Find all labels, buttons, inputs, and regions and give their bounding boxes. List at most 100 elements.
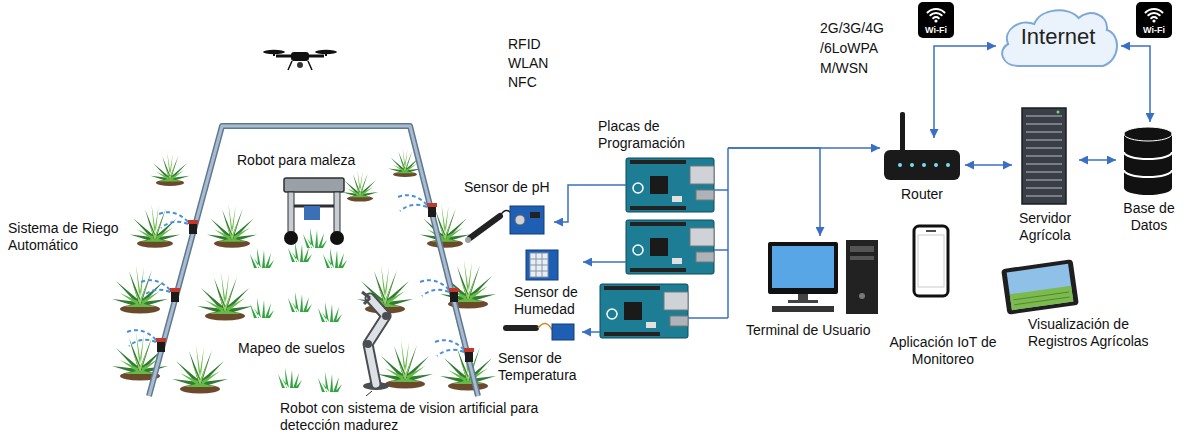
bus-wire: [596, 184, 626, 186]
annotation-label: Sistema de Riego Automático: [8, 220, 128, 254]
terminal-icon: [850, 256, 874, 260]
weeds: [250, 228, 347, 392]
humidity-sensor-icon: [530, 253, 548, 277]
router-icon: [884, 112, 960, 180]
sprinklers: [435, 340, 474, 362]
router: Router: [880, 138, 965, 208]
weeds: [288, 292, 312, 312]
irrigation-pipe: [149, 126, 478, 396]
temperature-sensor-icon: [506, 323, 574, 340]
connectors: [554, 46, 1150, 332]
drone: [263, 50, 337, 70]
sprinklers: [159, 212, 198, 234]
crop-field: [130, 204, 180, 248]
ph-sensor: Sensor de pH: [462, 178, 554, 244]
phone-icon: [914, 226, 948, 296]
weeding-robot: [288, 192, 294, 232]
terminal-icon: [846, 240, 878, 314]
weeds: [323, 248, 347, 268]
connector-arrow: [965, 164, 1012, 166]
database-icon: [1124, 127, 1172, 195]
sprinklers: [420, 280, 459, 302]
ph-sensor-icon: [465, 206, 544, 243]
humidity-sensor-icon: [530, 253, 548, 277]
server-icon: [1057, 111, 1060, 114]
connector-arrow: [1121, 46, 1150, 122]
terminal-icon: [788, 300, 818, 303]
database-icon: [1124, 152, 1172, 177]
weeds: [250, 298, 274, 318]
phone-icon: [918, 235, 944, 287]
vision-robot-arm: [362, 292, 390, 396]
drone: [315, 50, 337, 54]
programming-boards: [626, 158, 714, 212]
connector-arrow: [582, 331, 596, 333]
records-display: Visualización de Registros Agrícolas: [1000, 254, 1164, 354]
humidity-sensor-icon: [526, 250, 558, 280]
crop-field: [112, 148, 496, 394]
bus-wire: [727, 148, 729, 318]
ph-sensor-icon: [510, 206, 544, 234]
wifi-badge: Wi-Fi: [1136, 2, 1173, 38]
crop-field: [342, 170, 378, 202]
ph-sensor-icon: [465, 237, 471, 243]
tablet-icon: [1007, 264, 1074, 310]
weeds: [318, 372, 342, 392]
crop-field: [172, 345, 228, 394]
annotation-label: RFID: [508, 36, 541, 53]
annotation-label: Robot con sistema de vision artificial p…: [280, 400, 560, 434]
node-label: Base de Datos: [1116, 200, 1182, 234]
database-icon: [1124, 127, 1172, 141]
node-label: Placas de Programación: [598, 118, 708, 152]
board-group: Placas de Programación: [596, 116, 728, 348]
tablet-icon: [1014, 292, 1070, 305]
label-holder: Robot con sistema de vision artificial p…: [280, 400, 560, 434]
monitoring-app: Aplicación IoT de Monitoreo: [884, 222, 1003, 370]
weeds: [278, 368, 302, 388]
bus-wire: [596, 148, 728, 332]
vision-robot-arm: [368, 298, 386, 384]
annotation-label: M/WSN: [820, 60, 868, 77]
wifi-icon: [1152, 19, 1155, 22]
label-holder: M/WSN: [820, 60, 868, 77]
node-label: Internet: [996, 24, 1120, 50]
ph-sensor-icon: [470, 216, 500, 238]
connector-arrow: [934, 46, 996, 138]
crop-field: [357, 265, 413, 314]
programming-boards: [626, 220, 714, 274]
router-icon: [900, 112, 905, 152]
crop-field: [150, 152, 189, 186]
connector-arrow: [728, 148, 820, 236]
database-icon: [1124, 134, 1172, 188]
drone: [263, 50, 285, 54]
node-label: Visualización de Registros Agrícolas: [1028, 316, 1162, 350]
humidity-sensor-icon: [526, 250, 558, 280]
drone: [263, 50, 337, 70]
wifi-icon: [1146, 9, 1163, 18]
tablet-icon: [1001, 259, 1079, 315]
temperature-sensor-icon: [538, 323, 552, 330]
wifi-badge: Wi-Fi: [918, 2, 955, 38]
label-holder: NFC: [508, 74, 537, 91]
irrigation-pipe: [149, 126, 478, 396]
terminal-icon: [768, 240, 878, 314]
router-icon: [898, 163, 902, 167]
database: Base de Datos: [1116, 122, 1183, 235]
annotation-label: Mapeo de suelos: [238, 340, 345, 357]
annotation-label: 2G/3G/4G: [820, 20, 884, 37]
node-label: Router: [880, 186, 964, 203]
bus-wire: [714, 249, 728, 251]
user-terminal: Terminal de Usuario: [742, 236, 882, 340]
annotation-label: Robot para maleza: [237, 152, 355, 169]
vision-robot-arm: [366, 391, 372, 396]
weeds: [318, 302, 342, 322]
wifi-icon: [1136, 2, 1172, 38]
sprinklers: [398, 195, 437, 217]
node-label: Sensor de pH: [464, 179, 550, 196]
label-holder: Robot para maleza: [237, 152, 355, 169]
bus-wire: [596, 261, 626, 263]
